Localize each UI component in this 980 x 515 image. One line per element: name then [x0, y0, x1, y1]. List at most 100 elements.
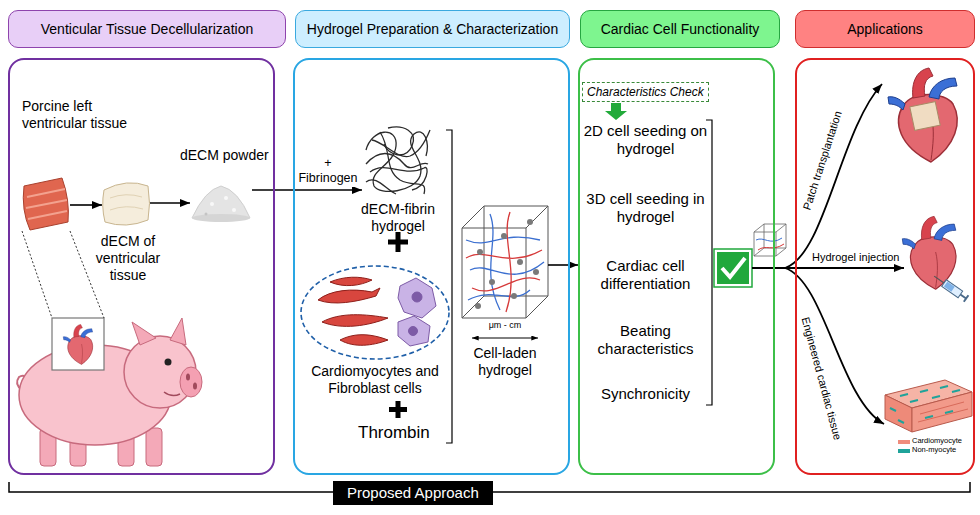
decm-powder — [210, 202, 214, 206]
list-item: Beating characteristics — [583, 322, 708, 359]
panel-title: Applications — [847, 21, 923, 37]
check-mark — [714, 249, 752, 287]
check-mark — [722, 258, 745, 277]
legend-label: Non-myocyte — [912, 446, 956, 454]
heart-injection — [964, 295, 969, 302]
powder-image: dECM powder — [190, 180, 252, 222]
panel-header: Applications — [795, 10, 975, 48]
check-mark — [716, 251, 750, 285]
approach-box: Proposed Approach — [333, 481, 493, 505]
node-label: Porcine left ventricular tissue — [22, 98, 147, 132]
pig-illustration — [146, 428, 162, 466]
hydrogel-cube — [501, 233, 507, 239]
hydrogel-cube — [527, 219, 533, 225]
hydrogel-cube — [475, 219, 539, 309]
heart-injection — [960, 294, 966, 298]
heart-injection — [942, 280, 963, 298]
cardiomyocyte-cells — [340, 335, 388, 346]
bracket — [446, 130, 452, 443]
stage-panel: Hydrogel Preparation & Characterizationd… — [293, 58, 570, 475]
box-label: Characteristics Check — [587, 85, 704, 99]
tissue-slab — [885, 395, 912, 432]
list-item: 2D cell seeding on hydrogel — [583, 122, 708, 159]
fibrin-network — [372, 130, 430, 157]
connector — [252, 189, 362, 191]
cardiomyocyte-cells — [318, 288, 380, 303]
decm-powder — [205, 213, 208, 216]
arrow-label: Patch transplantation — [800, 109, 844, 211]
decm-sheet — [110, 195, 143, 210]
box-label: Proposed Approach — [347, 484, 479, 502]
decm-powder — [192, 214, 250, 222]
branch-arrows — [752, 267, 785, 269]
plus-sign — [388, 232, 408, 252]
node-label: dECM-fibrin hydrogel — [349, 201, 447, 235]
connector — [150, 202, 190, 204]
ellipse-outline — [300, 265, 450, 360]
legend-label: Cardiomyocyte — [912, 437, 962, 445]
mini-cube — [754, 224, 786, 256]
tissue-slab — [918, 402, 968, 422]
mini-cube — [756, 238, 782, 241]
heart-patch — [888, 68, 957, 162]
list-item: Cardiac cell differentiation — [583, 257, 708, 294]
plus-sign — [389, 401, 407, 418]
tissue-slab — [885, 380, 972, 432]
down-arrow — [605, 103, 627, 120]
hydrogel-cube — [466, 212, 542, 312]
pig-illustration — [132, 322, 156, 345]
branch-arrows — [785, 267, 904, 269]
hydrogel-cube — [489, 279, 495, 285]
fibroblast-cells — [398, 278, 436, 318]
pig-illustration — [186, 374, 190, 381]
decm-powder — [192, 186, 250, 218]
panel-title: Hydrogel Preparation & Characterization — [307, 21, 558, 37]
arrow-label: Engineered cardiac tissue — [798, 315, 843, 441]
tissue-image: Porcine left ventricular tissue — [22, 178, 70, 230]
mini-cube — [758, 244, 784, 250]
hydrogel-cube — [462, 206, 548, 318]
pig-illustration — [180, 367, 202, 397]
fibrin-network — [384, 127, 413, 155]
hydrogel-cube — [533, 269, 539, 275]
pig-illustration — [22, 231, 104, 318]
panel-header: Venticular Tissue Decellularization — [8, 10, 286, 48]
panel-header: Hydrogel Preparation & Characterization — [295, 10, 570, 48]
heart-patch — [888, 68, 957, 162]
hydrogel-cube — [477, 249, 483, 255]
cell-group: Cardiomyocytes and Fibroblast cells — [300, 265, 450, 360]
pig-illustration — [52, 318, 104, 370]
hydrogel-cube — [475, 303, 481, 309]
check-box: Characteristics Check — [582, 82, 709, 102]
cardiomyocyte-cells — [322, 315, 388, 327]
check-mark — [714, 249, 752, 287]
pig-illustration — [63, 324, 92, 364]
ellipse-outline — [301, 266, 449, 359]
heart-patch — [910, 102, 940, 131]
pig-illustration — [170, 318, 186, 345]
hydrogel-image: dECM-fibrin hydrogel — [362, 124, 434, 198]
branch-arrows — [785, 84, 882, 268]
heart-injection — [944, 282, 955, 292]
connector — [548, 264, 578, 266]
branch-arrows — [785, 268, 884, 424]
list-item: 3D cell seeding in hydrogel — [583, 190, 708, 227]
pig-illustration — [17, 231, 202, 466]
tissue-slab — [912, 392, 972, 432]
mini-cube — [754, 224, 786, 256]
heart-injection — [934, 276, 944, 283]
list-item: Synchronicity — [583, 385, 708, 403]
decm-sheet — [103, 183, 150, 225]
fibrin-network — [366, 180, 396, 194]
tissue-piece — [23, 178, 68, 230]
edge-label: + Fibrinogen — [296, 156, 360, 187]
heart-injection — [902, 216, 956, 289]
hydrogel-cube — [511, 293, 517, 299]
decm-powder — [224, 196, 228, 200]
hydrogel-cube — [517, 259, 523, 265]
pig-illustration — [164, 392, 180, 396]
cardiomyocyte-cells — [330, 277, 372, 285]
node-label: Cell-laden hydrogel — [457, 345, 553, 379]
panel-header: Cardiac Cell Functionality — [580, 10, 780, 48]
